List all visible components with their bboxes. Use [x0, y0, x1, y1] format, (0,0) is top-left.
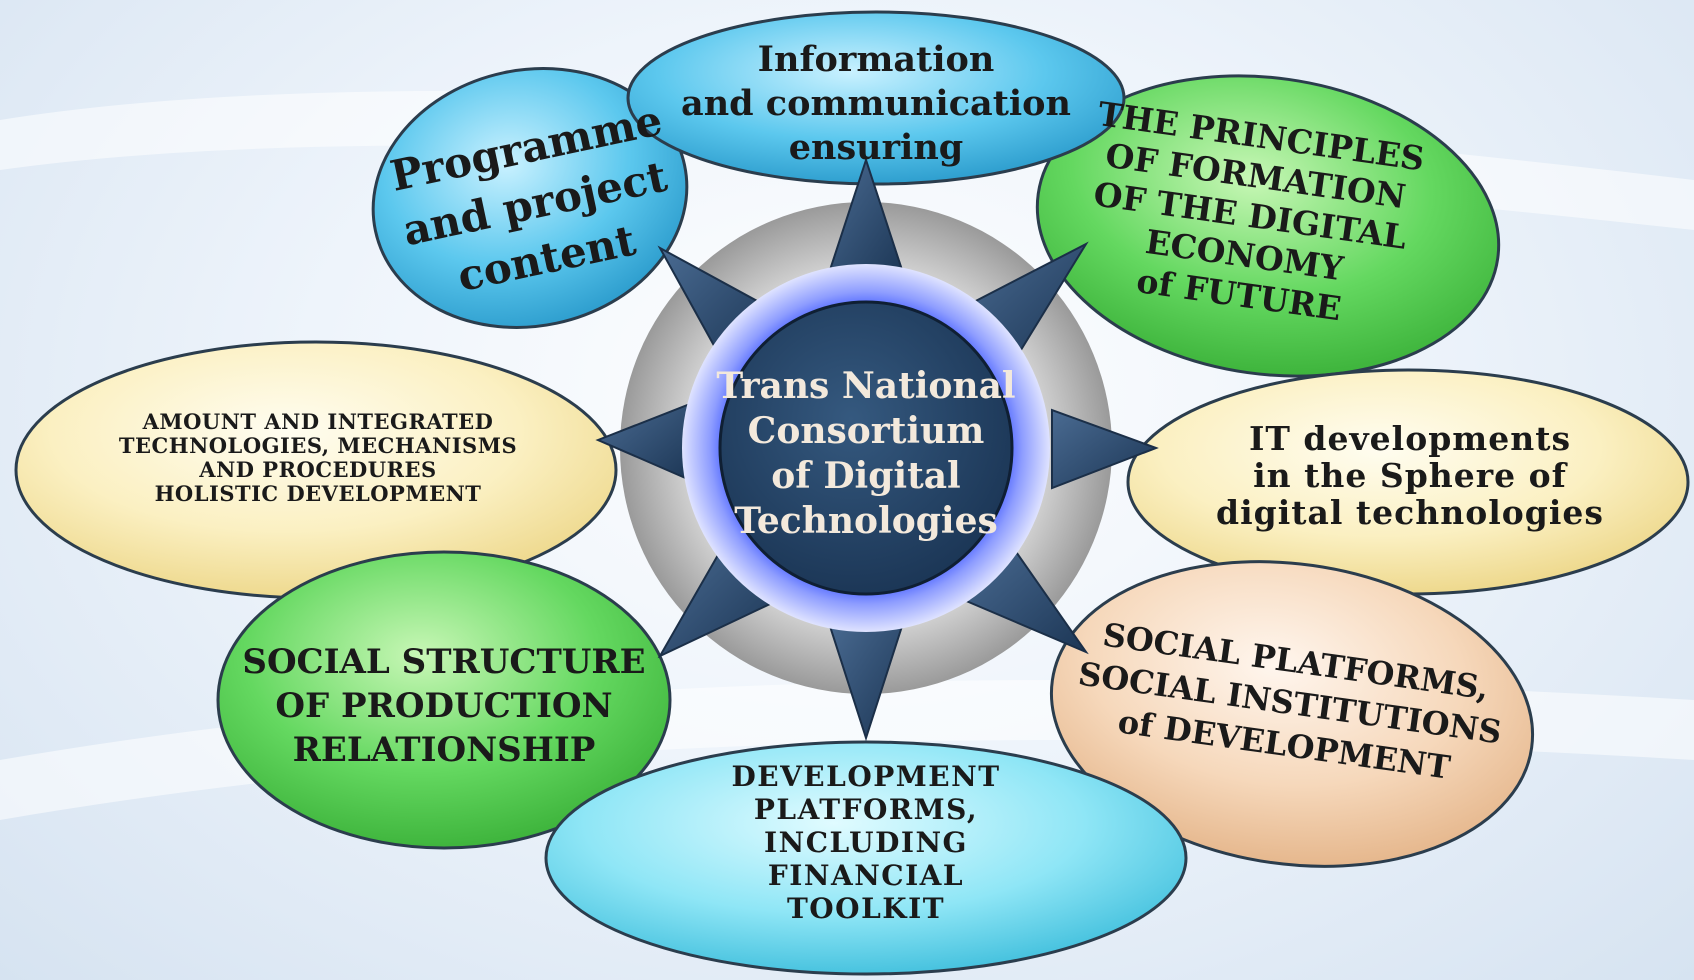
hub-center: [718, 300, 1014, 596]
ellipse-social-platforms: [1049, 560, 1535, 868]
node-line: in the Sphere of: [1253, 456, 1567, 495]
node-development: DEVELOPMENT PLATFORMS, INCLUDING FINANCI…: [650, 760, 1082, 925]
node-line: AMOUNT AND INTEGRATED: [142, 409, 494, 434]
node-line: ensuring: [788, 127, 964, 168]
ellipse-development: [544, 740, 1188, 976]
node-line: RELATIONSHIP: [292, 730, 596, 770]
node-line: and communication: [681, 83, 1071, 124]
center-line: Trans National: [716, 365, 1016, 407]
node-line: PLATFORMS,: [753, 793, 979, 826]
node-line: Information: [757, 39, 995, 80]
node-line: FINANCIAL: [767, 859, 965, 892]
hub-spikes: [595, 156, 1159, 742]
ellipse-info: [626, 10, 1126, 186]
node-line: IT developments: [1248, 419, 1572, 458]
ellipse-social-structure: [216, 550, 672, 850]
node-line: SOCIAL STRUCTURE: [242, 642, 646, 682]
node-line: TOOLKIT: [786, 892, 946, 925]
center-line: Consortium: [747, 410, 985, 452]
center-line: Technologies: [734, 500, 998, 542]
ellipse-principles: [1035, 74, 1501, 378]
ellipse-programme: [371, 67, 689, 329]
node-line: DEVELOPMENT: [731, 760, 1001, 793]
node-it: IT developments in the Sphere of digital…: [1150, 420, 1670, 531]
node-line: AND PROCEDURES: [199, 457, 437, 482]
center-title: Trans National Consortium of Digital Tec…: [706, 364, 1026, 544]
node-line: HOLISTIC DEVELOPMENT: [154, 481, 482, 506]
node-line: digital technologies: [1216, 493, 1604, 532]
node-line: INCLUDING: [764, 826, 968, 859]
node-amount: AMOUNT AND INTEGRATED TECHNOLOGIES, MECH…: [28, 410, 608, 506]
node-line: TECHNOLOGIES, MECHANISMS: [118, 433, 518, 458]
node-information: Information and communication ensuring: [650, 38, 1102, 170]
node-social-structure: SOCIAL STRUCTURE OF PRODUCTION RELATIONS…: [234, 640, 654, 772]
node-line: OF PRODUCTION: [275, 686, 613, 726]
center-line: of Digital: [771, 455, 961, 497]
